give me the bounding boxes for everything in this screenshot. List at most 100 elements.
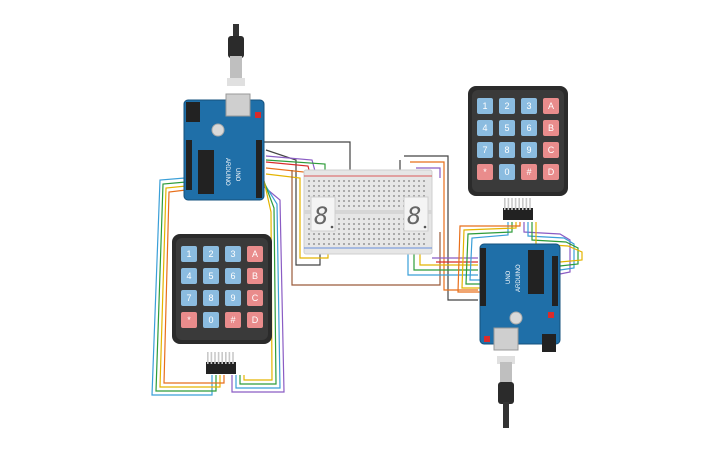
keypad-key-label: 8 — [504, 145, 509, 155]
keypad-key[interactable] — [499, 98, 515, 114]
keypad-key[interactable] — [203, 290, 219, 306]
keypad-key-label: # — [526, 167, 531, 177]
breadboard[interactable] — [303, 169, 433, 255]
keypad-key[interactable] — [521, 98, 537, 114]
keypad-key-label: # — [230, 315, 235, 325]
keypad-key-label: 6 — [526, 123, 531, 133]
wire[interactable] — [235, 179, 281, 389]
keypad-pin — [228, 352, 231, 364]
wire[interactable] — [457, 222, 521, 293]
keypad-key-label: C — [252, 293, 259, 303]
keypad-key[interactable] — [477, 142, 493, 158]
keypad-key-label: B — [548, 123, 554, 133]
wire[interactable] — [239, 175, 277, 385]
arduino-uno-right[interactable]: UNO ARDUINO — [479, 243, 561, 428]
keypad-key-label: 9 — [230, 293, 235, 303]
keypad-key[interactable] — [477, 98, 493, 114]
keypad-key-label: 7 — [186, 293, 191, 303]
keypad-key-label: 2 — [208, 249, 213, 259]
keypad-key-label: 1 — [186, 249, 191, 259]
keypad-key[interactable] — [521, 164, 537, 180]
keypad-pin — [507, 198, 510, 210]
keypad-key-label: A — [548, 101, 554, 111]
keypad-pin — [214, 352, 216, 364]
keypad-key-label: 9 — [526, 145, 531, 155]
keypad-key[interactable] — [247, 268, 263, 284]
wire[interactable] — [163, 189, 225, 384]
keypad-key[interactable] — [499, 164, 515, 180]
keypad-pin — [210, 352, 213, 364]
keypad-key[interactable] — [225, 268, 241, 284]
keypad-pin — [518, 198, 520, 210]
keypad-key-label: 4 — [186, 271, 191, 281]
keypad-pin — [217, 352, 220, 364]
keypad-key[interactable] — [203, 268, 219, 284]
keypad-key[interactable] — [225, 290, 241, 306]
keypad-left-pins — [207, 352, 234, 364]
wire[interactable] — [404, 155, 478, 301]
keypad-key[interactable] — [521, 142, 537, 158]
keypad-key[interactable] — [247, 290, 263, 306]
board-brand: ARDUINO — [224, 158, 230, 186]
keypad-key[interactable] — [543, 164, 559, 180]
keypad-key[interactable] — [203, 312, 219, 328]
wire[interactable] — [469, 222, 509, 281]
wire[interactable] — [231, 184, 285, 393]
arduino-uno-left[interactable]: UNO ARDUINO — [183, 24, 265, 201]
keypad-key[interactable] — [247, 312, 263, 328]
keypad-key[interactable] — [499, 120, 515, 136]
keypad-key[interactable] — [181, 246, 197, 262]
keypad-key-label: B — [252, 271, 258, 281]
keypad-key-label: 3 — [526, 101, 531, 111]
keypad-key-label: 2 — [504, 101, 509, 111]
keypad-pin — [511, 198, 513, 210]
keypad-key-label: 5 — [208, 271, 213, 281]
keypad-key[interactable] — [225, 312, 241, 328]
keypad-key[interactable] — [543, 98, 559, 114]
keypad-pin — [525, 198, 528, 210]
keypad-key[interactable] — [203, 246, 219, 262]
wire[interactable] — [410, 161, 478, 291]
keypad-pin — [529, 198, 531, 210]
keypad-key-label: 0 — [208, 315, 213, 325]
keypad-key[interactable] — [181, 290, 197, 306]
keypad-key[interactable] — [477, 120, 493, 136]
seven-segment-display-right[interactable]: 8 — [403, 196, 429, 232]
wire[interactable] — [535, 222, 583, 263]
keypad-key-label: 7 — [482, 145, 487, 155]
wire[interactable] — [416, 167, 441, 178]
display-digit: 8 — [314, 202, 328, 230]
wire[interactable] — [531, 222, 579, 267]
wire[interactable] — [155, 181, 217, 392]
keypad-pin — [232, 352, 234, 364]
wire[interactable] — [523, 222, 571, 275]
keypad-key[interactable] — [181, 268, 197, 284]
keypad-key[interactable] — [543, 120, 559, 136]
keypad-key[interactable] — [521, 120, 537, 136]
keypad-right-pins — [504, 198, 531, 210]
seven-segment-display-left[interactable]: 8 — [310, 196, 336, 232]
keypad-key[interactable] — [477, 164, 493, 180]
keypad-key-label: * — [187, 315, 191, 325]
keypad-pin — [522, 198, 524, 210]
wire[interactable] — [151, 177, 213, 396]
keypad-pin — [221, 352, 223, 364]
keypad-key[interactable] — [225, 246, 241, 262]
keypad-key[interactable] — [543, 142, 559, 158]
keypad-key[interactable] — [181, 312, 197, 328]
keypad-key-label: 8 — [208, 293, 213, 303]
wire[interactable] — [243, 171, 273, 381]
wire[interactable] — [527, 222, 575, 271]
keypad-key-label: 3 — [230, 249, 235, 259]
wire[interactable] — [250, 141, 351, 172]
keypad-key-label: 4 — [482, 123, 487, 133]
board-label: UNO — [234, 168, 240, 182]
keypad-key[interactable] — [247, 246, 263, 262]
keypad-key[interactable] — [499, 142, 515, 158]
keypad-key-label: 6 — [230, 271, 235, 281]
